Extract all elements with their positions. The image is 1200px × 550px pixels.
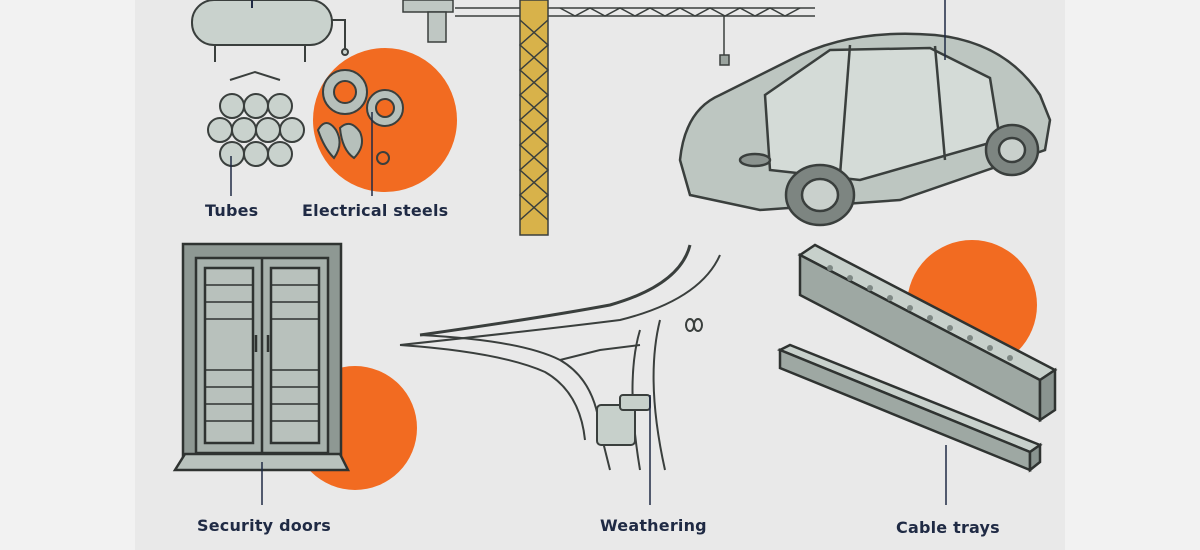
label-electrical-steels: Electrical steels <box>302 201 449 220</box>
label-security-doors: Security doors <box>197 516 331 535</box>
cable-tray-icon <box>776 243 1058 473</box>
car-body-frame-icon <box>678 32 1052 227</box>
weathering-bridge-icon <box>399 244 721 471</box>
label-cable-trays: Cable trays <box>896 518 1000 537</box>
tube-bundle-icon <box>207 70 305 167</box>
gas-tank-icon <box>191 0 349 62</box>
tower-crane-icon <box>402 0 815 236</box>
label-weathering: Weathering <box>600 516 707 535</box>
label-tubes: Tubes <box>205 201 259 220</box>
electrical-steel-coils-icon <box>316 69 404 165</box>
security-door-icon <box>172 242 351 472</box>
